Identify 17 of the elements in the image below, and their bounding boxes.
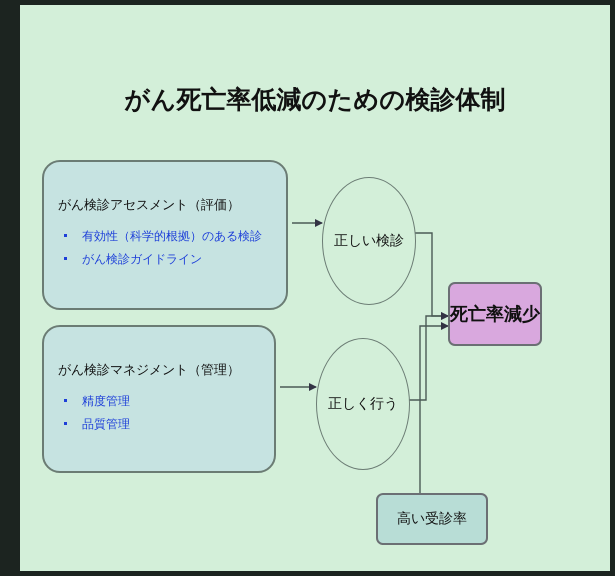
arrow [419, 322, 449, 493]
result-box: 死亡率減少 [448, 282, 542, 346]
bullet-item: がん検診ガイドライン [64, 251, 276, 268]
rounded-box [42, 325, 276, 473]
arrow [409, 312, 449, 401]
bullet-item: 精度管理 [64, 393, 264, 410]
bullet-item: 品質管理 [64, 416, 264, 433]
rounded-box [42, 160, 288, 310]
circle-node: 正しく行う [316, 338, 410, 470]
circle-node: 正しい検診 [322, 177, 416, 305]
slide-title: がん死亡率低減のための検診体制 [124, 84, 506, 116]
box-heading: がん検診マネジメント（管理） [58, 362, 241, 379]
box-heading: がん検診アセスメント（評価） [58, 197, 241, 214]
bullet-item: 有効性（科学的根拠）のある検診 [64, 228, 276, 245]
arrow [280, 383, 317, 391]
result-box: 高い受診率 [376, 493, 488, 545]
arrow [292, 219, 323, 227]
